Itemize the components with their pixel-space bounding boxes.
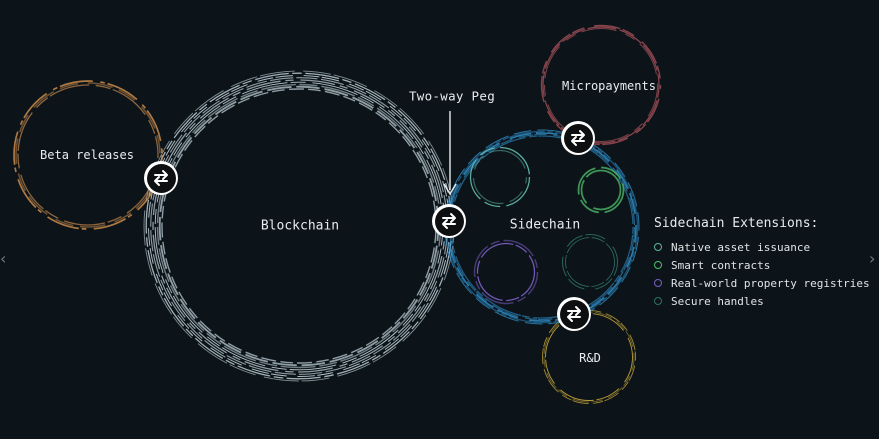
legend-item: Native asset issuance [654,238,870,256]
legend-item: Smart contracts [654,256,870,274]
swap-arrows-icon [434,206,464,236]
legend-item-label: Smart contracts [671,258,771,272]
legend-item-label: Native asset issuance [671,240,811,254]
sidechain-extensions-legend: Sidechain Extensions: Native asset issua… [654,216,870,310]
secure-handles-ring [561,233,619,291]
sidechain-label: Sidechain [509,217,581,233]
beta-releases-ring [13,80,163,230]
legend-dot-icon [654,243,662,251]
swap-arrows-icon [559,299,589,329]
swap-beta-blockchain [144,161,178,195]
swap-arrows-icon [146,163,176,193]
legend-item-label: Real-world property registries [671,276,870,290]
two-way-peg-arrow [443,111,457,196]
chevron-left-icon[interactable]: ‹ [0,249,7,268]
legend-dot-icon [654,261,662,269]
blockchain-label: Blockchain [260,218,340,234]
micropayments-ring [540,24,662,146]
swap-micropayments-sidechain [561,121,595,155]
legend-dot-icon [654,297,662,305]
native-asset-issuance-ring [469,146,531,208]
chevron-right-icon[interactable]: › [869,249,876,268]
rnd-label: R&D [579,351,601,365]
beta-releases-label: Beta releases [40,148,134,162]
smart-contracts-ring [577,166,625,214]
legend-dot-icon [654,279,662,287]
two-way-peg-label: Two-way Peg [408,88,496,104]
swap-two-way-peg [432,204,466,238]
legend-item-label: Secure handles [671,294,764,308]
legend-item: Real-world property registries [654,274,870,292]
property-registries-ring [473,239,539,305]
legend-item: Secure handles [654,292,870,310]
legend-title: Sidechain Extensions: [654,216,819,231]
swap-rnd-sidechain [557,297,591,331]
swap-arrows-icon [563,123,593,153]
micropayments-label: Micropayments [562,79,656,93]
